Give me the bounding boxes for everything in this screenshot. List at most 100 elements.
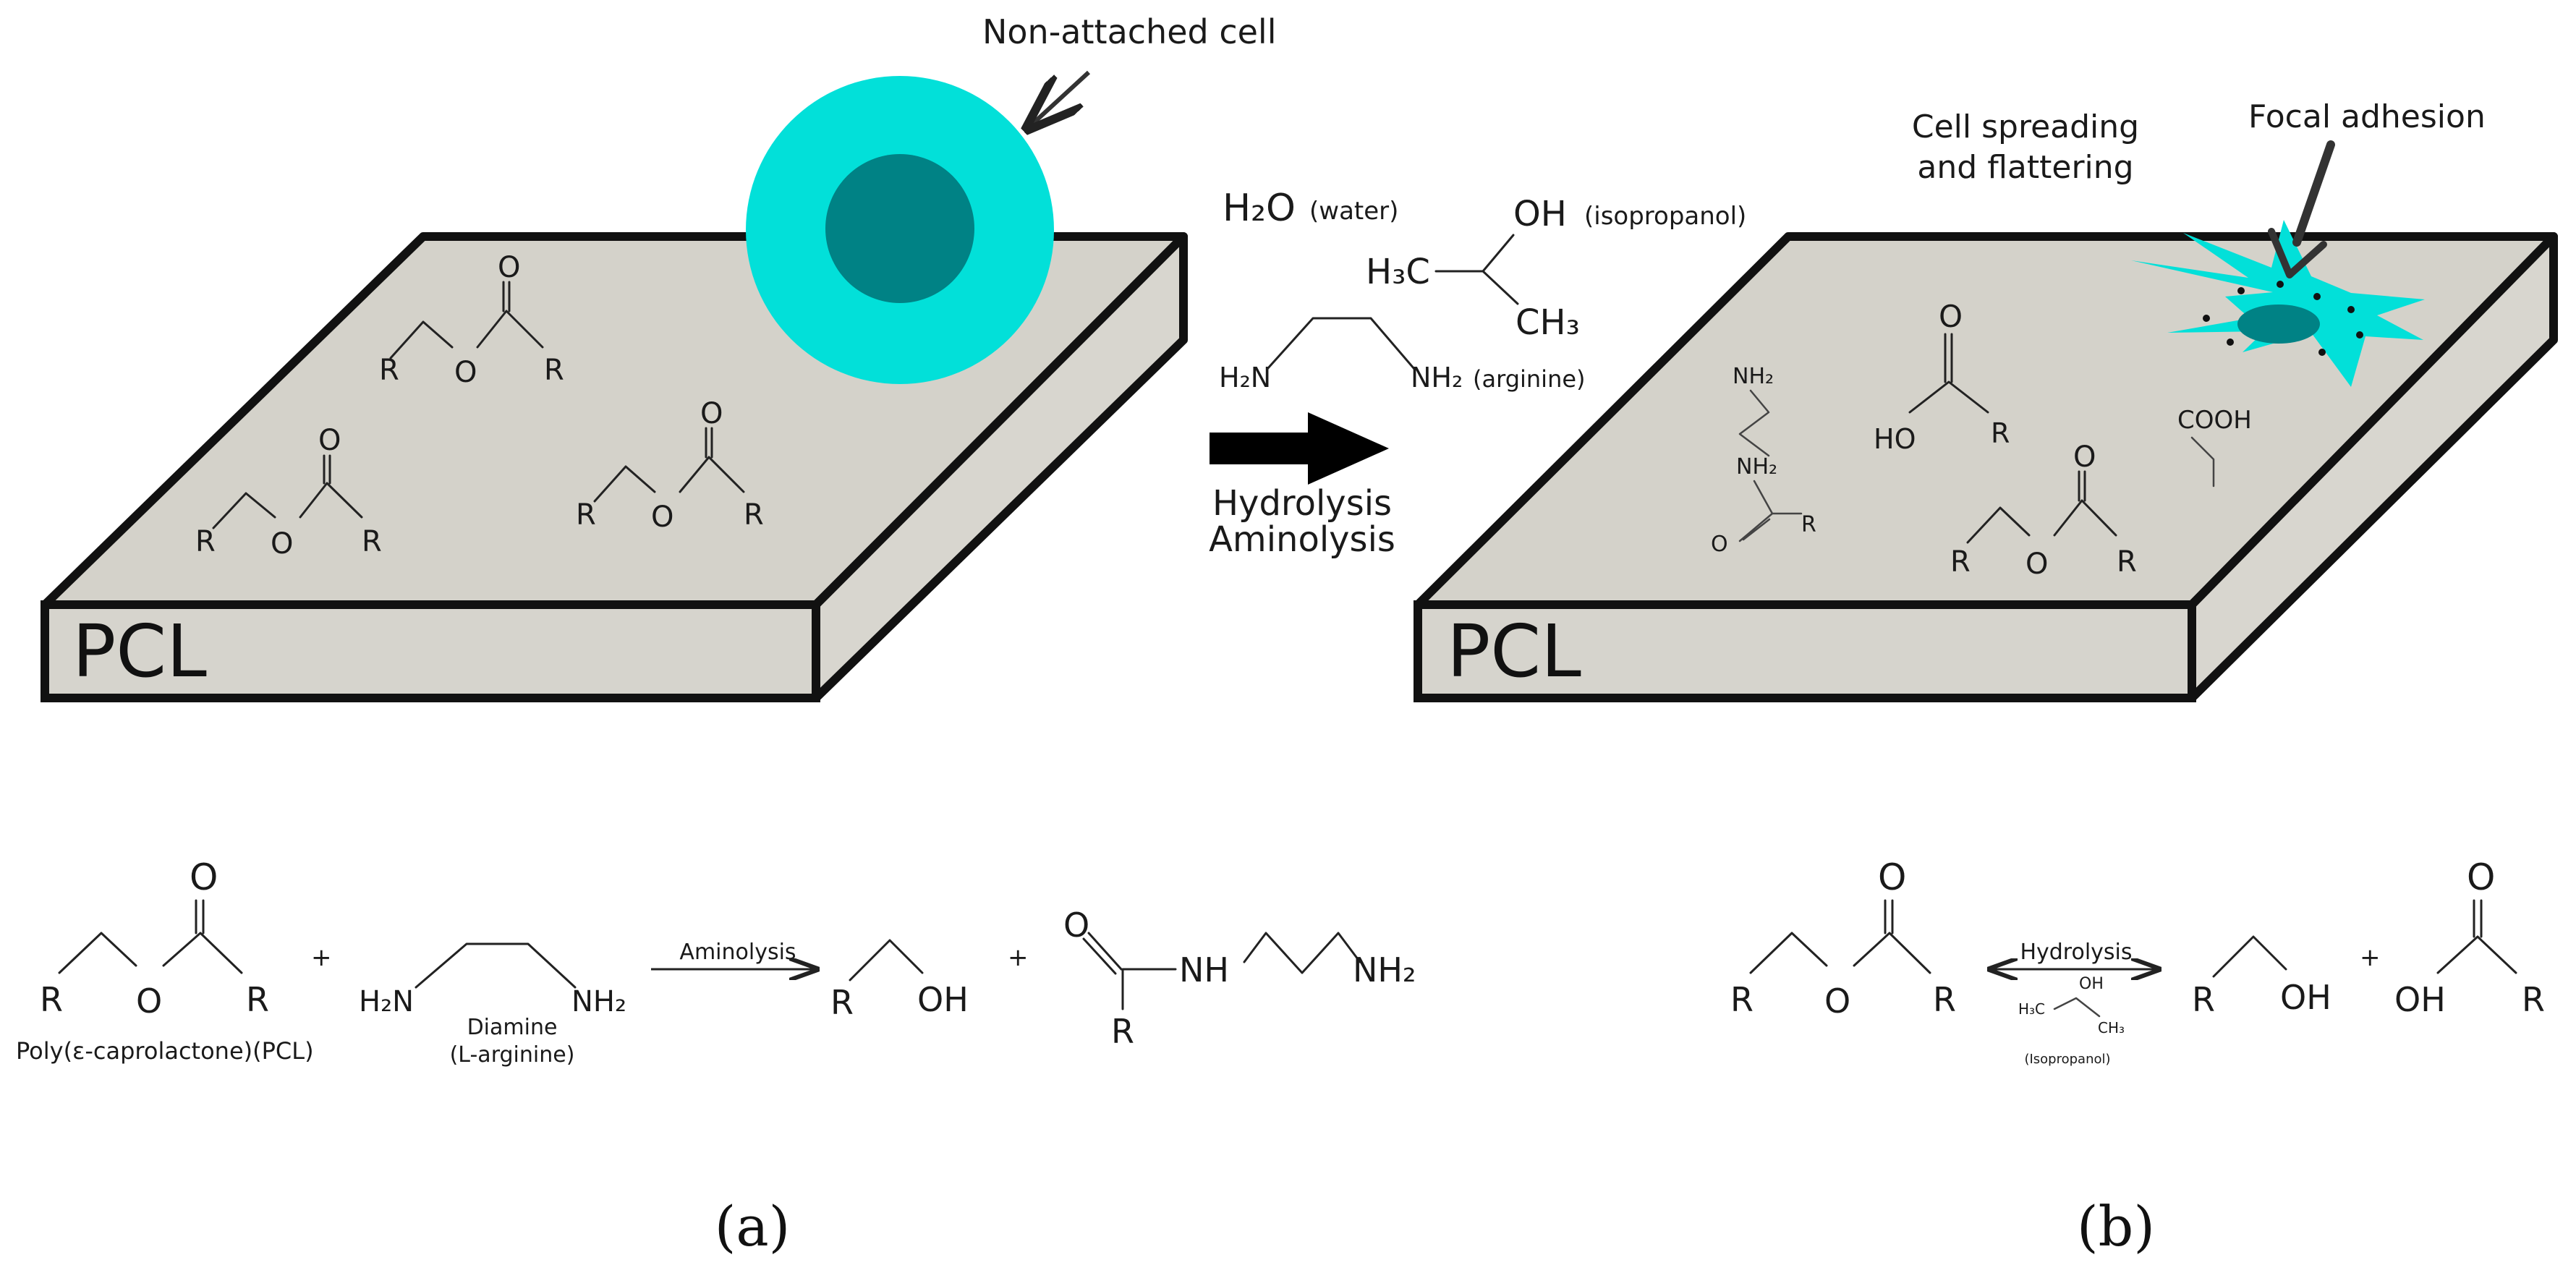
right-pcl-label: PCL — [1447, 609, 1581, 694]
left-ester-group-1: O R O R — [379, 251, 564, 389]
left-slab-front — [41, 600, 820, 702]
left-ester-3-o-top: O — [700, 397, 723, 430]
left-ester-1-r-left: R — [379, 354, 399, 387]
right-ester-group: O R O R — [1950, 440, 2137, 581]
reaction-a-amide-nh2: NH₂ — [1353, 950, 1416, 989]
reaction-b-ester-r-right: R — [1933, 980, 1956, 1019]
focal-adhesion-point — [2313, 293, 2321, 300]
reaction-a-amide-r: R — [1111, 1012, 1134, 1051]
right-slab-front — [1414, 600, 2196, 702]
arrow-label-hydrolysis: Hydrolysis — [1212, 483, 1392, 524]
reaction-a-arrow-label: Aminolysis — [679, 940, 796, 965]
focal-adhesion-point — [2227, 339, 2234, 346]
reaction-a-pcl-o-top: O — [190, 856, 218, 898]
isopropanol-ch3: CH₃ — [1516, 302, 1580, 343]
reaction-b-ester-o-mid: O — [1824, 982, 1850, 1021]
left-ester-1-o-top: O — [498, 251, 520, 284]
spread-cell — [2131, 220, 2425, 387]
focal-adhesion-point — [2203, 315, 2210, 322]
right-amide-nh2: NH₂ — [1736, 454, 1777, 480]
left-ester-1-o-mid: O — [454, 356, 477, 389]
focal-adhesion-label: Focal adhesion — [2248, 98, 2486, 135]
left-ester-2-o-top: O — [318, 424, 341, 457]
focal-adhesion-point — [2356, 331, 2363, 339]
right-acid-ho: HO — [1874, 423, 1916, 455]
reaction-b-acid-o: O — [2467, 856, 2495, 898]
reaction-a-diamine-name-1: Diamine — [467, 1015, 558, 1040]
reaction-b-ester: O R O R — [1730, 856, 1956, 1021]
caption-b: (b) — [2077, 1194, 2155, 1259]
left-ester-1-r-right: R — [544, 354, 564, 387]
reaction-b-iso-h3c: H₃C — [2018, 1000, 2045, 1018]
cell-spreading-label-line1: Cell spreading — [1912, 108, 2139, 145]
focal-adhesion-point — [2318, 349, 2326, 356]
focal-adhesion-point — [2237, 287, 2245, 294]
reaction-a-pcl-name: Poly(ε-caprolactone)(PCL) — [16, 1037, 314, 1065]
water-name: (water) — [1309, 197, 1398, 226]
amine-nh2: NH₂ — [1411, 362, 1463, 393]
reaction-a-diamine-nh2: NH₂ — [571, 985, 626, 1018]
spread-cell-nucleus — [2237, 305, 2320, 344]
right-cooh-group: COOH — [2177, 406, 2252, 488]
reaction-b-plus: + — [2360, 943, 2381, 972]
reaction-a-pcl-ester: O R O R Poly(ε-caprolactone)(PCL) — [16, 856, 314, 1065]
non-attached-cell-label: Non-attached cell — [982, 12, 1276, 51]
reaction-a-pcl-r-left: R — [40, 980, 63, 1019]
right-amide-r: R — [1801, 512, 1816, 537]
left-ester-3-o-mid: O — [651, 501, 673, 534]
right-ester-r-right: R — [2117, 545, 2137, 579]
reaction-a-alcohol: R OH — [830, 939, 969, 1022]
reaction-a-diamine-h2n: H₂N — [359, 985, 414, 1018]
right-ester-o-top: O — [2073, 440, 2096, 474]
left-ester-3-r-right: R — [744, 498, 764, 532]
cell-spreading-label-line2: and flattering — [1917, 149, 2133, 186]
reaction-b-acid-r: R — [2522, 980, 2545, 1019]
cell-pointer-arrow — [1027, 70, 1091, 129]
left-ester-2-r-left: R — [195, 525, 216, 558]
reaction-b-acid-oh: OH — [2394, 980, 2446, 1019]
left-ester-3-r-left: R — [576, 498, 596, 532]
reaction-a-amide-o: O — [1063, 906, 1089, 945]
caption-a: (a) — [715, 1194, 791, 1259]
right-amide-group: NH₂ NH₂ O R — [1711, 364, 1816, 557]
reaction-a-diamine: H₂N NH₂ Diamine (L-arginine) — [359, 942, 626, 1068]
process-arrow — [1210, 412, 1389, 485]
left-ester-group-2: O R O R — [195, 424, 382, 561]
cell-nucleus — [825, 154, 974, 303]
reaction-a-pcl-r-right: R — [246, 980, 269, 1019]
reaction-b-alcohol-r: R — [2192, 980, 2215, 1019]
right-acid-group: O HO R — [1874, 299, 2010, 455]
reaction-a-diamine-name-2: (L-arginine) — [450, 1042, 575, 1068]
reaction-a-amide: O NH NH₂ R — [1063, 906, 1416, 1051]
reaction-b-acid: O OH R — [2394, 856, 2545, 1019]
spread-cell-body — [2131, 220, 2425, 387]
reaction-b-alcohol-oh: OH — [2280, 978, 2331, 1017]
reaction-b-arrow-label: Hydrolysis — [2020, 940, 2132, 965]
middle-reagents: H₂O (water) OH (isopropanol) H₃C CH₃ H₂N… — [1209, 187, 1746, 560]
reaction-a-plus-2: + — [1008, 943, 1029, 972]
right-amide-nh2-top: NH₂ — [1733, 364, 1774, 389]
focal-adhesion-pointer-arrow — [2268, 140, 2335, 278]
left-ester-group-3: O R O R — [576, 397, 764, 534]
reaction-a-plus-1: + — [311, 943, 332, 972]
left-pcl-label: PCL — [72, 609, 207, 694]
right-amide-o: O — [1711, 532, 1728, 557]
right-cooh: COOH — [2177, 406, 2252, 435]
left-ester-2-o-mid: O — [271, 527, 293, 561]
isopropanol-name: (isopropanol) — [1584, 202, 1746, 231]
focal-adhesion-point — [2277, 281, 2284, 288]
right-acid-r: R — [1991, 417, 2010, 449]
isopropanol-oh: OH — [1513, 194, 1567, 234]
right-ester-r-left: R — [1950, 545, 1971, 579]
arrow-label-aminolysis: Aminolysis — [1209, 519, 1395, 560]
reaction-a-alcohol-oh: OH — [917, 980, 969, 1019]
right-ester-o-mid: O — [2025, 548, 2048, 581]
reaction-a-pcl-o-mid: O — [136, 982, 162, 1021]
amine-h2n: H₂N — [1219, 362, 1271, 393]
reaction-b-ester-o-top: O — [1878, 856, 1906, 898]
left-ester-2-r-right: R — [362, 525, 382, 558]
reaction-b-iso-ch3: CH₃ — [2098, 1019, 2125, 1036]
reaction-b-isopropanol: OH H₃C CH₃ (Isopropanol) — [2018, 975, 2125, 1067]
reaction-b-iso-oh: OH — [2079, 975, 2104, 993]
